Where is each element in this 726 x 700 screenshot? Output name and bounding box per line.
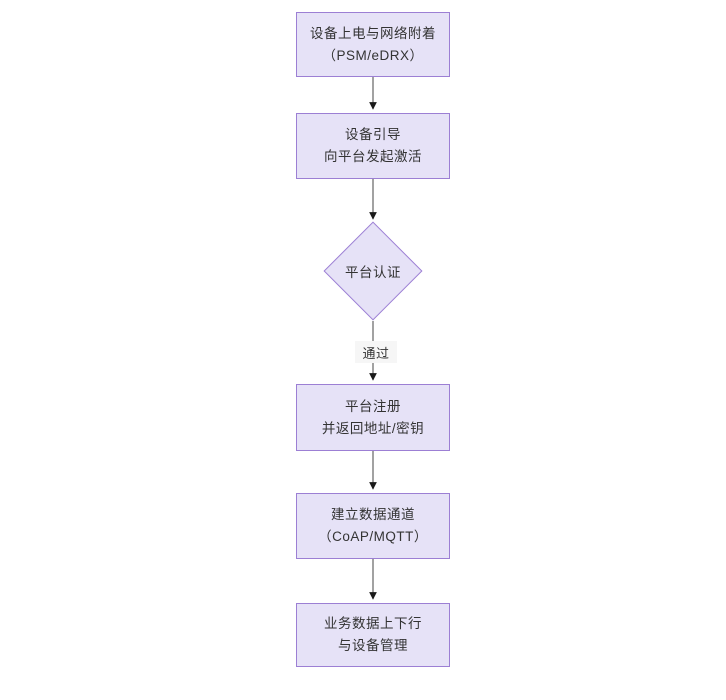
node-platform-register[interactable]: 平台注册 并返回地址/密钥 — [296, 384, 450, 451]
node-power-on[interactable]: 设备上电与网络附着 （PSM/eDRX） — [296, 12, 450, 77]
node-bootstrap-line-2: 向平台发起激活 — [324, 149, 422, 164]
node-service-data[interactable]: 业务数据上下行 与设备管理 — [296, 603, 450, 667]
node-bootstrap[interactable]: 设备引导 向平台发起激活 — [296, 113, 450, 179]
node-service-data-line-1: 业务数据上下行 — [324, 616, 422, 632]
node-power-on-line-2: （PSM/eDRX） — [322, 47, 424, 63]
edge-label-pass: 通过 — [355, 341, 397, 363]
node-data-channel-line-1: 建立数据通道 — [331, 507, 415, 523]
node-platform-register-line-1: 平台注册 — [345, 398, 401, 414]
node-data-channel-line-2: （CoAP/MQTT） — [318, 529, 428, 544]
node-platform-auth-label: 平台认证 — [345, 265, 401, 280]
node-bootstrap-line-1: 设备引导 — [345, 127, 401, 143]
node-service-data-line-2: 与设备管理 — [338, 638, 408, 653]
node-platform-register-line-2: 并返回地址/密钥 — [321, 420, 425, 436]
node-power-on-line-1: 设备上电与网络附着 — [310, 25, 436, 41]
node-data-channel[interactable]: 建立数据通道 （CoAP/MQTT） — [296, 493, 450, 559]
